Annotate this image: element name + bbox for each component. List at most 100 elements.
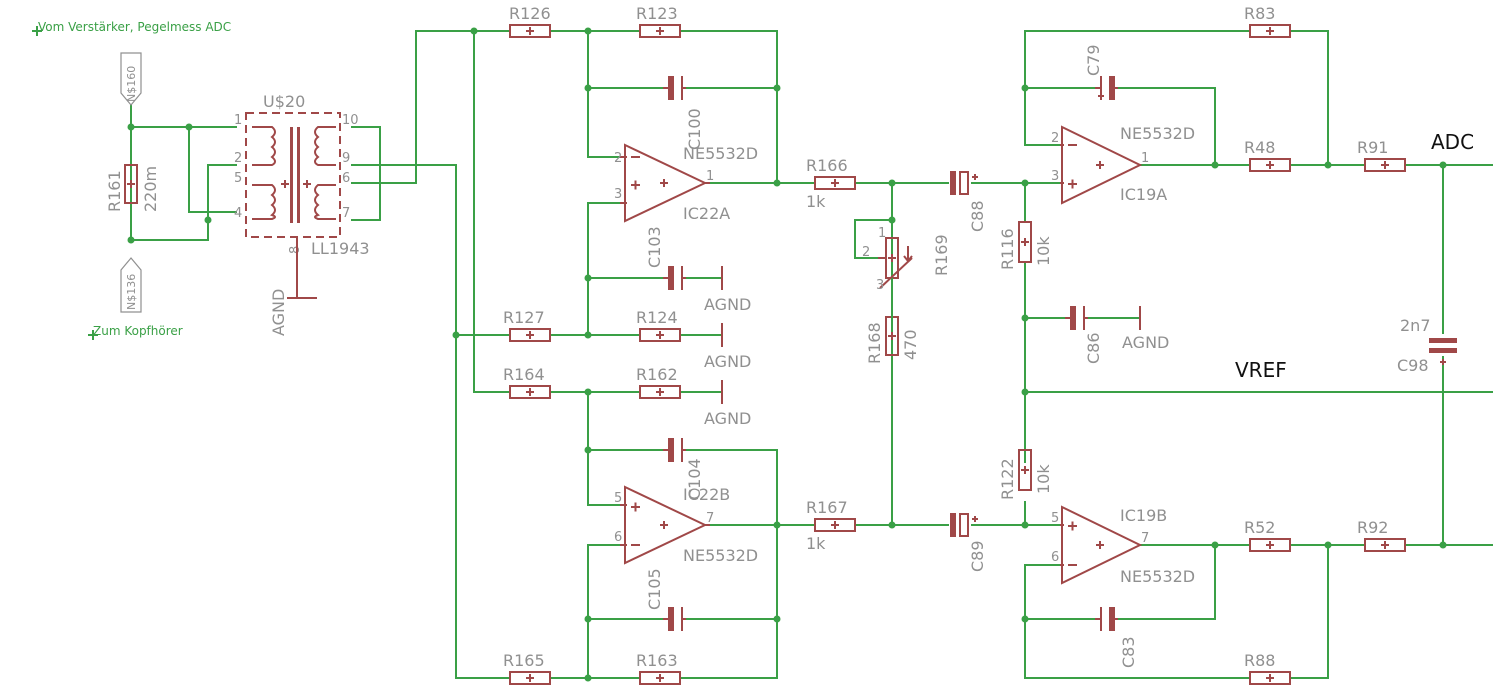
net-label-n136: N$136 xyxy=(120,257,142,313)
tr-pin-4: 4 xyxy=(234,206,242,221)
r91-name: R91 xyxy=(1357,138,1388,157)
r162-name: R162 xyxy=(636,365,678,384)
ic19a-part: NE5532D xyxy=(1120,124,1195,143)
ic22a-pin-2: 2 xyxy=(614,151,622,166)
tr-pin-9: 9 xyxy=(342,151,350,166)
capacitor-c79: C79 xyxy=(1084,44,1118,100)
r88-name: R88 xyxy=(1244,651,1275,670)
net-label-n160-text: N$160 xyxy=(125,66,138,102)
ic19a-name: IC19A xyxy=(1120,185,1167,204)
r164-name: R164 xyxy=(503,365,545,384)
resistor-r162: R162 xyxy=(636,365,681,399)
transformer-name: U$20 xyxy=(263,92,305,111)
resistor-r122: R122 10k xyxy=(998,449,1053,500)
ic22b-part: NE5532D xyxy=(683,546,758,565)
ground-label-c86: AGND xyxy=(1122,333,1169,352)
resistor-r164: R164 xyxy=(503,365,551,399)
c89-name: C89 xyxy=(968,540,987,572)
ground-r124: AGND xyxy=(704,323,751,371)
resistor-r88: R88 xyxy=(1244,651,1291,685)
capacitor-c83: C83 xyxy=(1095,607,1138,668)
resistor-r52: R52 xyxy=(1244,518,1291,552)
resistor-r161: R161 220m xyxy=(105,164,160,212)
r167-name: R167 xyxy=(806,498,848,517)
r52-name: R52 xyxy=(1244,518,1275,537)
r83-name: R83 xyxy=(1244,4,1275,23)
ic19a-pin-1: 1 xyxy=(1141,151,1149,166)
resistor-r167: R167 1k xyxy=(806,498,856,553)
resistor-r91: R91 xyxy=(1357,138,1406,172)
capacitor-c89: C89 xyxy=(950,513,987,572)
r169-name: R169 xyxy=(932,234,951,276)
ground-c86: AGND xyxy=(1122,306,1169,352)
ground-label-transformer: AGND xyxy=(269,289,288,336)
r167-value: 1k xyxy=(806,534,826,553)
tr-pin-7: 7 xyxy=(342,206,350,221)
ic22b-pin-5: 5 xyxy=(614,491,622,506)
r123-name: R123 xyxy=(636,4,678,23)
ic22b-pin-7: 7 xyxy=(706,511,714,526)
potentiometer-r169: 1 2 3 R169 xyxy=(862,219,951,318)
tr-pin-10: 10 xyxy=(342,113,359,128)
ic19b-pin-5: 5 xyxy=(1051,511,1059,526)
ic19b-pin-6: 6 xyxy=(1051,550,1059,565)
c98-value: 2n7 xyxy=(1400,316,1431,335)
net-label-vref: VREF xyxy=(1235,358,1287,382)
opamp-ic19b: 5 6 7 IC19B NE5532D xyxy=(1051,505,1195,586)
resistor-r92: R92 xyxy=(1357,518,1406,552)
ic19b-part: NE5532D xyxy=(1120,567,1195,586)
capacitor-c103: C103 xyxy=(645,226,686,290)
ground-label-r124: AGND xyxy=(704,352,751,371)
r126-name: R126 xyxy=(509,4,551,23)
resistor-r163: R163 xyxy=(636,651,681,685)
ic22b-name: IC22B xyxy=(683,485,730,504)
ic22a-pin-1: 1 xyxy=(706,169,714,184)
opamp-ic22a: 2 3 1 NE5532D IC22A xyxy=(614,143,758,223)
capacitor-c88: C88 xyxy=(950,171,987,232)
r122-name: R122 xyxy=(998,458,1017,500)
resistor-r166: R166 1k xyxy=(806,156,856,211)
tr-pin-2: 2 xyxy=(234,151,242,166)
resistor-r48: R48 xyxy=(1244,138,1291,172)
pot-pin-3: 3 xyxy=(876,278,884,293)
c83-name: C83 xyxy=(1119,636,1138,668)
tr-pin-6: 6 xyxy=(342,171,350,186)
ic19a-pin-3: 3 xyxy=(1051,169,1059,184)
ground-label-r162: AGND xyxy=(704,409,751,428)
wires xyxy=(130,30,1493,679)
capacitor-c105: C105 xyxy=(645,568,686,631)
resistor-r116: R116 10k xyxy=(998,221,1053,270)
c79-name: C79 xyxy=(1084,44,1103,76)
r116-name: R116 xyxy=(998,228,1017,270)
pot-pin-1: 1 xyxy=(878,226,886,241)
ic22a-part: NE5532D xyxy=(683,144,758,163)
r161-name: R161 xyxy=(105,170,124,212)
r92-name: R92 xyxy=(1357,518,1388,537)
resistor-r127: R127 xyxy=(503,308,551,342)
opamp-ic19a: 2 3 1 NE5532D IC19A xyxy=(1051,124,1195,205)
ic19a-pin-2: 2 xyxy=(1051,131,1059,146)
ic22a-pin-3: 3 xyxy=(614,187,622,202)
output-note: Zum Kopfhörer xyxy=(88,324,183,340)
resistor-r83: R83 xyxy=(1244,4,1291,38)
resistor-r123: R123 xyxy=(636,4,681,38)
tr-pin-8: 8 xyxy=(288,246,303,254)
input-note: Vom Verstärker, Pegelmess ADC xyxy=(32,20,231,36)
r168-value: 470 xyxy=(901,329,920,360)
r127-name: R127 xyxy=(503,308,545,327)
r116-value: 10k xyxy=(1034,236,1053,266)
capacitor-c100: C100 xyxy=(663,76,704,150)
ground-c103: AGND xyxy=(704,266,751,314)
ground-label-c103: AGND xyxy=(704,295,751,314)
capacitor-c86: C86 xyxy=(1065,306,1103,364)
r124-name: R124 xyxy=(636,308,678,327)
ic19b-name: IC19B xyxy=(1120,506,1167,525)
c86-name: C86 xyxy=(1084,332,1103,364)
transformer-value: LL1943 xyxy=(311,239,370,258)
r48-name: R48 xyxy=(1244,138,1275,157)
resistor-r126: R126 xyxy=(509,4,551,38)
transformer-u20: U$20 LL1943 1 2 5 4 10 9 6 7 8 AGND xyxy=(234,92,370,336)
c88-name: C88 xyxy=(968,200,987,232)
r166-value: 1k xyxy=(806,192,826,211)
